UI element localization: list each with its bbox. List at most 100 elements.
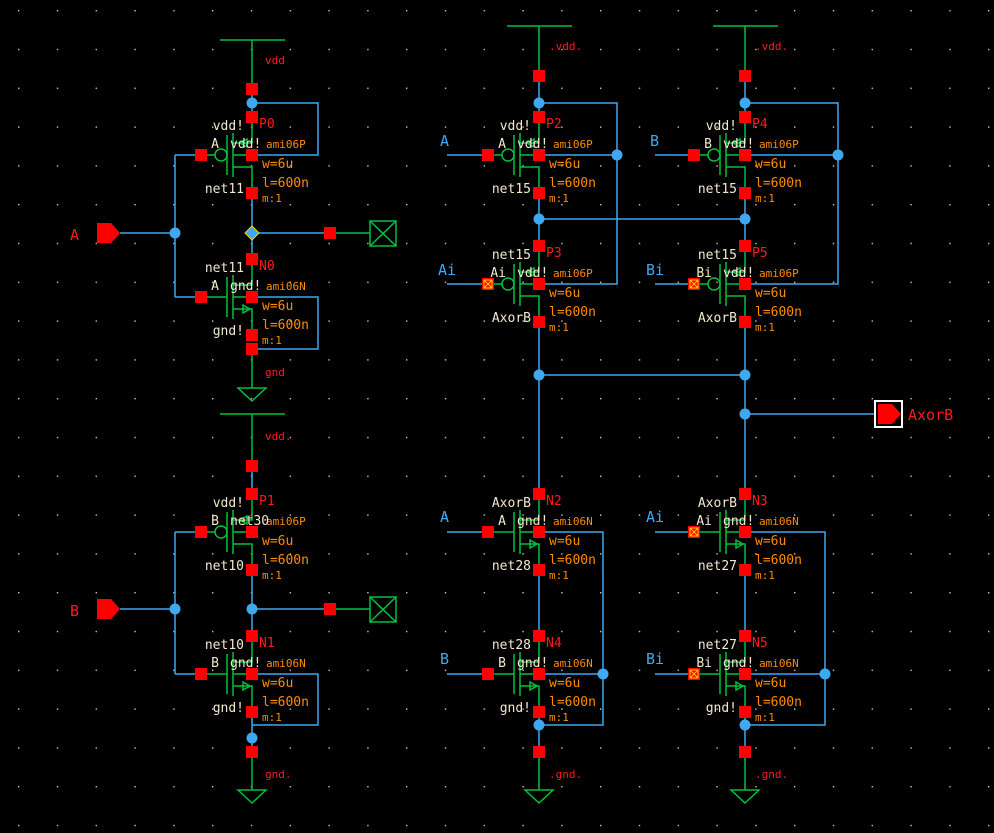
bulk-pin[interactable] xyxy=(246,149,258,161)
gate-pin[interactable] xyxy=(195,668,207,680)
output-pin-AxorB[interactable] xyxy=(878,404,901,424)
bulk-pin[interactable] xyxy=(739,149,751,161)
source-pin[interactable] xyxy=(246,329,258,341)
gate-net-label: B xyxy=(211,656,219,671)
pin-square[interactable] xyxy=(324,603,336,615)
bulk-wire[interactable] xyxy=(745,102,839,285)
bulk-pin[interactable] xyxy=(533,149,545,161)
transistor-P4[interactable] xyxy=(700,122,746,188)
gate-pin[interactable] xyxy=(195,149,207,161)
drain-pin[interactable] xyxy=(533,630,545,642)
bulk-net-label: vdd! xyxy=(723,266,754,281)
instance-name: N1 xyxy=(259,636,275,651)
transistor-N1[interactable] xyxy=(207,641,253,707)
bulk-pin[interactable] xyxy=(246,291,258,303)
gate-net-label: Bi xyxy=(696,656,712,671)
source-net-label: net10 xyxy=(205,559,244,574)
transistor-N0[interactable] xyxy=(207,264,253,330)
input-pin-B[interactable] xyxy=(97,599,120,619)
source-pin[interactable] xyxy=(533,316,545,328)
instance-name: P0 xyxy=(259,117,275,132)
wire-label-A: A xyxy=(440,132,449,150)
drain-pin[interactable] xyxy=(246,111,258,123)
wire-junction-dot xyxy=(597,668,609,680)
gate-pin[interactable] xyxy=(482,668,494,680)
drain-pin[interactable] xyxy=(739,630,751,642)
bulk-wire[interactable] xyxy=(252,673,319,726)
transistor-P3[interactable] xyxy=(494,251,540,317)
bulk-pin[interactable] xyxy=(739,278,751,290)
source-arrow xyxy=(735,680,745,692)
bulk-pin[interactable] xyxy=(739,526,751,538)
drain-pin[interactable] xyxy=(533,111,545,123)
pin-square[interactable] xyxy=(324,227,336,239)
noconn-terminal[interactable] xyxy=(369,220,397,247)
transistor-N4[interactable] xyxy=(494,641,540,707)
bulk-wire[interactable] xyxy=(745,531,826,726)
transistor-P1[interactable] xyxy=(207,499,253,565)
selected-junction[interactable] xyxy=(244,225,260,241)
bulk-pin[interactable] xyxy=(533,278,545,290)
noconn-terminal[interactable] xyxy=(369,596,397,623)
source-pin[interactable] xyxy=(739,187,751,199)
bulk-wire[interactable] xyxy=(252,102,319,156)
source-pin[interactable] xyxy=(246,187,258,199)
gate-pin[interactable] xyxy=(195,291,207,303)
bulk-pin[interactable] xyxy=(533,668,545,680)
pin-square[interactable] xyxy=(739,746,751,758)
pin-square[interactable] xyxy=(533,746,545,758)
source-pin[interactable] xyxy=(533,564,545,576)
drain-pin[interactable] xyxy=(533,240,545,252)
source-net-label: net11 xyxy=(205,182,244,197)
bulk-pin[interactable] xyxy=(246,668,258,680)
pin-square[interactable] xyxy=(246,746,258,758)
drain-pin[interactable] xyxy=(246,630,258,642)
drain-pin[interactable] xyxy=(739,111,751,123)
gate-net-label: B xyxy=(211,514,219,529)
bulk-wire[interactable] xyxy=(539,531,604,726)
input-pin-A[interactable] xyxy=(97,223,120,243)
source-arrow xyxy=(242,303,252,315)
model-name: ami06P xyxy=(759,267,799,280)
drain-net-label: vdd! xyxy=(500,119,531,134)
cross-mark xyxy=(689,279,699,289)
transistor-N5[interactable] xyxy=(700,641,746,707)
source-pin[interactable] xyxy=(246,706,258,718)
transistor-P2[interactable] xyxy=(494,122,540,188)
source-net-label: net15 xyxy=(492,182,531,197)
pin-square[interactable] xyxy=(533,70,545,82)
source-pin[interactable] xyxy=(533,706,545,718)
transistor-N2[interactable] xyxy=(494,499,540,565)
bulk-wire[interactable] xyxy=(539,102,618,285)
source-pin[interactable] xyxy=(739,564,751,576)
gate-pin[interactable] xyxy=(482,149,494,161)
bulk-pin[interactable] xyxy=(246,526,258,538)
drain-pin[interactable] xyxy=(739,488,751,500)
source-pin[interactable] xyxy=(739,316,751,328)
length-param: l=600n xyxy=(755,176,802,191)
bulk-pin[interactable] xyxy=(739,668,751,680)
pin-square[interactable] xyxy=(739,70,751,82)
drain-pin[interactable] xyxy=(246,253,258,265)
source-pin[interactable] xyxy=(739,706,751,718)
bulk-wire[interactable] xyxy=(252,296,319,350)
bulk-pin[interactable] xyxy=(533,526,545,538)
drain-pin[interactable] xyxy=(533,488,545,500)
source-pin[interactable] xyxy=(246,564,258,576)
gate-pin[interactable] xyxy=(688,149,700,161)
pin-square[interactable] xyxy=(246,343,258,355)
bulk-net-label: vdd! xyxy=(230,137,261,152)
transistor-P0[interactable] xyxy=(207,122,253,188)
drain-pin[interactable] xyxy=(246,488,258,500)
gate-net-label: B xyxy=(704,137,712,152)
gate-pin[interactable] xyxy=(195,526,207,538)
gate-pin[interactable] xyxy=(482,526,494,538)
pin-square[interactable] xyxy=(246,460,258,472)
source-pin[interactable] xyxy=(533,187,545,199)
pin-square[interactable] xyxy=(246,83,258,95)
drain-pin[interactable] xyxy=(739,240,751,252)
transistor-N3[interactable] xyxy=(700,499,746,565)
transistor-P5[interactable] xyxy=(700,251,746,317)
multiplier-param: m:1 xyxy=(262,569,282,582)
